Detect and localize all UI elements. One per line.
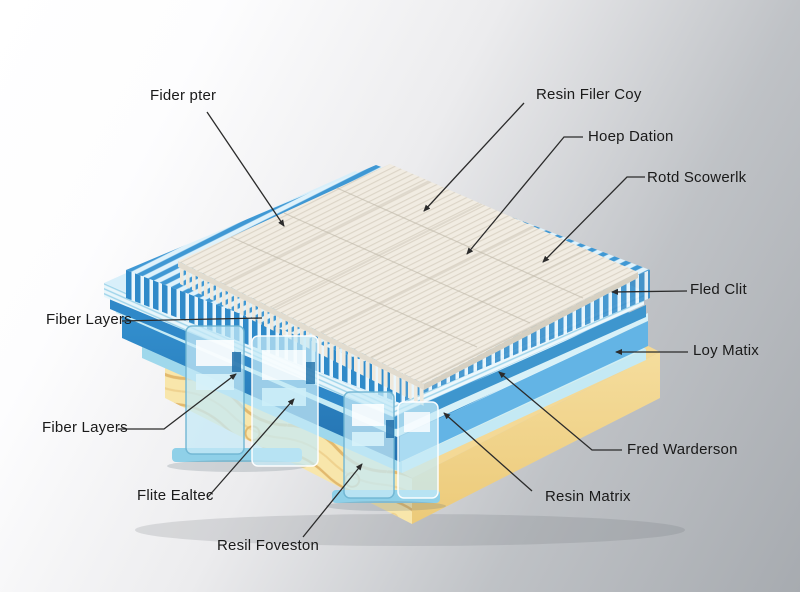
- label-hoep-dation: Hoep Dation: [588, 128, 674, 145]
- wood-right-face: [412, 352, 660, 524]
- clamp-fixture-right: [326, 391, 446, 511]
- leader-fider-pter: [206, 111, 285, 227]
- leader-resin-filer-coy: [423, 102, 525, 212]
- label-flite-ealtec: Flite Ealtec: [137, 487, 214, 504]
- label-resin-matrix: Resin Matrix: [545, 488, 631, 505]
- leader-fred-warderson: [498, 371, 622, 451]
- label-fred-warderson: Fred Warderson: [627, 441, 738, 458]
- label-fiber-layers-top: Fiber Layers: [46, 311, 132, 328]
- label-fiber-layers-bottom: Fiber Layers: [42, 419, 128, 436]
- leader-rotd-scowerlk: [542, 176, 645, 263]
- ground-shadow: [135, 514, 685, 546]
- clamp-slot: [386, 420, 394, 438]
- label-loy-matix: Loy Matix: [693, 342, 759, 359]
- mat-left-edge: [178, 261, 424, 390]
- leader-hoep-dation: [466, 136, 583, 255]
- label-resin-filer-coy: Resin Filer Coy: [536, 86, 642, 103]
- mat-seams: [230, 187, 584, 348]
- leader-lines: [118, 102, 688, 538]
- leader-fled-clit: [611, 288, 688, 295]
- label-fider-pter: Fider pter: [150, 87, 217, 104]
- label-rotd-scowerlk: Rotd Scowerlk: [647, 169, 747, 186]
- leader-resil-foveston: [302, 463, 363, 538]
- leader-flite-ealtec: [207, 398, 295, 498]
- label-resil-foveston: Resil Foveston: [217, 537, 320, 554]
- mat-right-edge: [424, 272, 638, 390]
- leader-fiber-layers-bottom: [118, 373, 237, 430]
- clamp-fixture-left: [167, 325, 319, 472]
- clamp-slot: [232, 352, 241, 372]
- leader-resin-matrix: [443, 412, 533, 492]
- leader-fiber-layers-top: [121, 317, 263, 322]
- label-fled-clit: Fled Clit: [690, 281, 747, 298]
